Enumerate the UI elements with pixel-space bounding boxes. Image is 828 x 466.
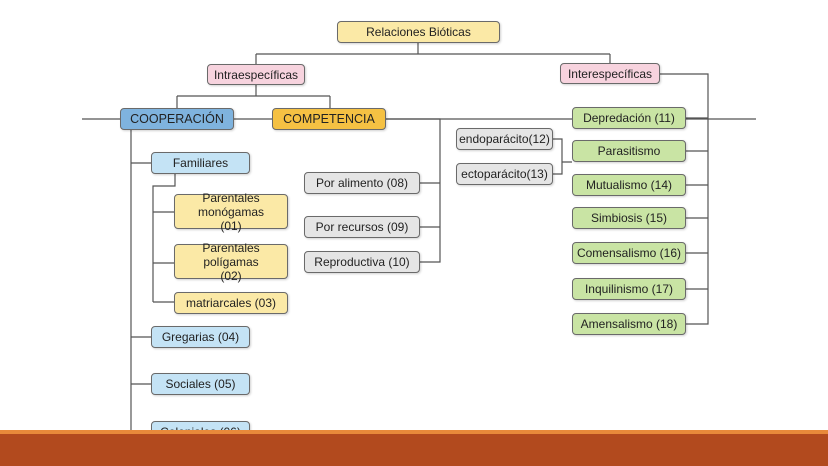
endoparasito-node: endoparácito(12) [456,128,553,150]
interespecificas-node: Interespecíficas [560,63,660,84]
cooperacion-node: COOPERACIÓN [120,108,234,130]
inter-item-mutualismo: Mutualismo (14) [572,174,686,196]
footer-band [0,434,828,466]
competencia-node: COMPETENCIA [272,108,386,130]
gregarias-node: Gregarias (04) [151,326,250,348]
inter-item-comensalismo: Comensalismo (16) [572,242,686,264]
inter-item-simbiosis: Simbiosis (15) [572,207,686,229]
competencia-item-2: Por recursos (09) [304,216,420,238]
root-node: Relaciones Bióticas [337,21,500,43]
interespecificas-bracket [660,73,709,325]
inter-item-inquilinismo: Inquilinismo (17) [572,278,686,300]
intra-connector [176,84,331,108]
intraespecificas-node: Intraespecíficas [207,64,305,85]
root-connector [255,43,611,66]
inter-item-amensalismo: Amensalismo (18) [572,313,686,335]
familiares-item-2: Parentales polígamas (02) [174,241,288,283]
competencia-item-1: Por alimento (08) [304,172,420,194]
inter-item-depredacion: Depredación (11) [572,107,686,129]
competencia-item-3: Reproductiva (10) [304,251,420,273]
familiares-item-1: Parentales monógamas (01) [174,191,288,233]
sociales-node: Sociales (05) [151,373,250,395]
familiares-node: Familiares [151,152,250,174]
footer-stripe [0,430,828,434]
ectoparasito-node: ectoparácito(13) [456,163,553,185]
parasitism-connector [553,138,572,175]
inter-item-parasitismo: Parasitismo [572,140,686,162]
familiares-item-3: matriarcales (03) [174,292,288,314]
cooperacion-spine [130,130,151,433]
competencia-bracket [386,118,441,263]
familiares-spine [152,174,176,303]
